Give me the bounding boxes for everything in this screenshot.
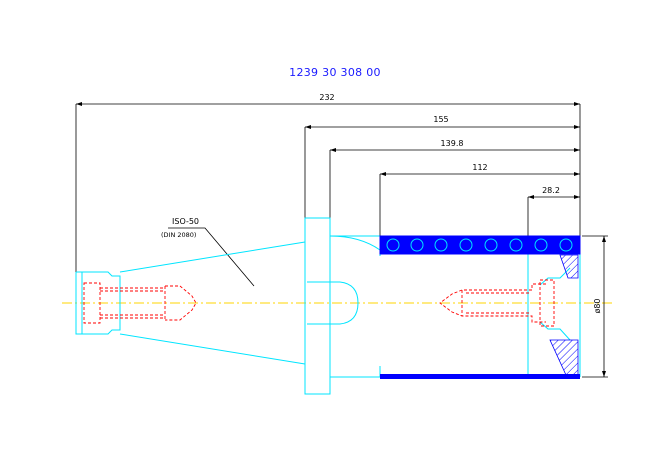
dim-length-155: 155 (433, 115, 448, 124)
roller (434, 238, 448, 252)
dim-length-28: 28.2 (542, 186, 560, 195)
dimension-lines (75, 103, 608, 378)
dimension-arrows (76, 102, 606, 377)
label-taper-standard: ISO-50 (172, 217, 199, 226)
hatched-section-bottom (549, 339, 579, 376)
roller (386, 238, 400, 252)
roller (410, 238, 424, 252)
roller (559, 238, 573, 252)
roller (484, 238, 498, 252)
roller-bearing (379, 235, 581, 379)
dim-length-112: 112 (472, 163, 487, 172)
dim-length-139: 139.8 (441, 139, 464, 148)
roller (534, 238, 548, 252)
roller (459, 238, 473, 252)
hatched-section-top (559, 254, 579, 279)
dim-diameter: ø80 (593, 298, 602, 313)
label-taper-norm: (DIN 2080) (161, 231, 196, 239)
hidden-lines (83, 279, 555, 327)
roller (509, 238, 523, 252)
bottom-bearing-band (380, 374, 580, 379)
part-number-title: 1239 30 308 00 (289, 66, 381, 79)
dim-overall-length: 232 (319, 93, 334, 102)
